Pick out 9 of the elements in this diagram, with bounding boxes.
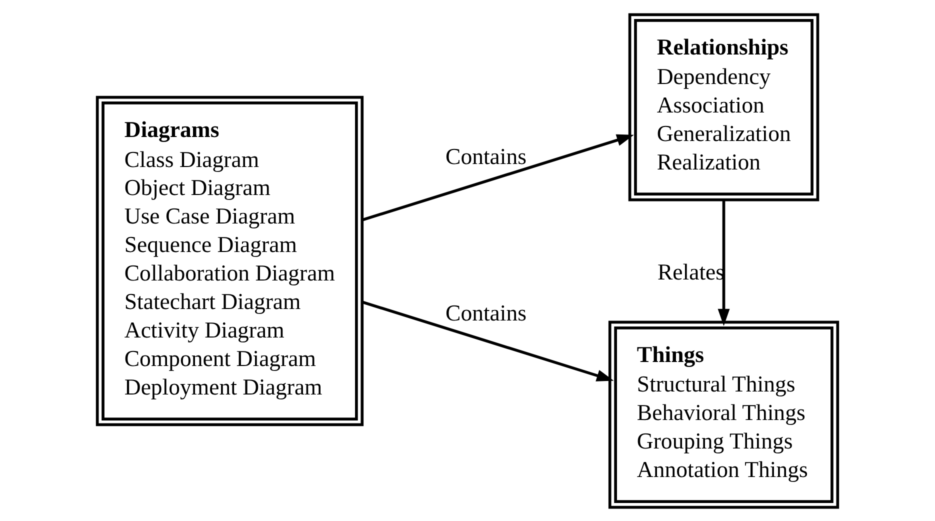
node-box: Relationships Dependency Association Generalization Realization — [628, 12, 820, 201]
node-box: Things Structural Things Behavioral Things Grouping Things Annotation Things — [608, 320, 840, 508]
edge-label: Contains — [446, 143, 526, 168]
edge-label: Relates — [658, 258, 725, 284]
node-box: Diagrams Class Diagram Object Diagram Use Case Diagram Sequence Diagram Collaboration Diagram Statechart Diagram Activity Diagram Component Diagram Deployment Diagram — [96, 95, 364, 426]
arrow — [718, 199, 730, 326]
arrow — [362, 300, 614, 381]
arrow — [362, 134, 634, 221]
edge-label: Contains — [446, 300, 526, 326]
